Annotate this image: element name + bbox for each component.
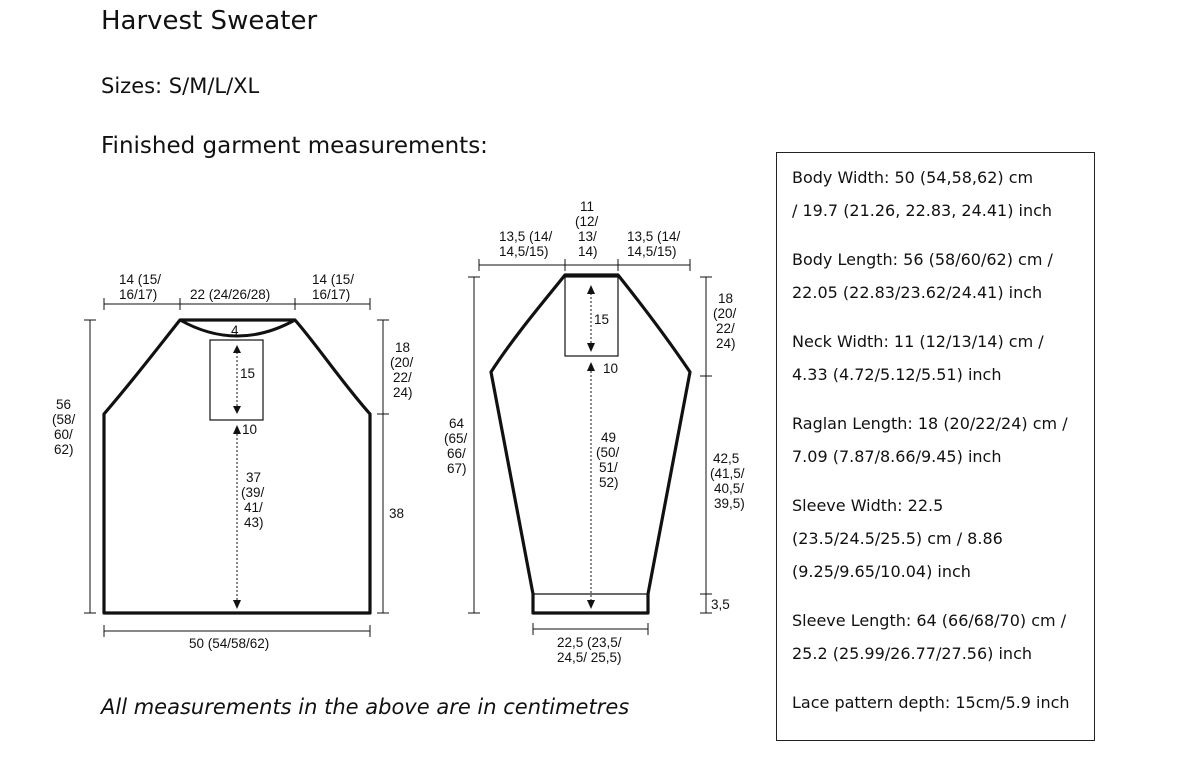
body-width-label: 50 (54/58/62) [189, 636, 269, 651]
measurement-line: Sleeve Width: 22.5 [792, 496, 944, 515]
sizes-text: Sizes: S/M/L/XL [101, 74, 260, 98]
body-top-dimension [103, 298, 371, 310]
units-note: All measurements in the above are in cen… [101, 695, 630, 719]
body-total-length-label: 56 (58/ 60/ 62) [52, 397, 79, 457]
sleeve-top-center-label: 11 (12/ 13/ 14) [575, 199, 602, 259]
sleeve-piece: 13,5 (14/14,5/15) 11 (12/ 13/ 14) 13,5 (… [444, 199, 748, 665]
body-width-line [103, 625, 371, 637]
body-neckline [179, 318, 296, 338]
body-center-arrows [233, 345, 241, 609]
sleeve-center-length-label: 49 (50/ 51/ 52) [596, 430, 623, 490]
body-piece: 14 (15/16/17) 22 (24/26/28) 14 (15/16/17… [52, 272, 417, 651]
measurement-line: 7.09 (7.87/8.66/9.45) inch [792, 447, 1002, 466]
body-neck-depth-label: 4 [231, 323, 239, 338]
measurement-body-width: Body Width: 50 (54,58,62) cm / 19.7 (21.… [792, 161, 1082, 227]
measurement-line: 25.2 (25.99/26.77/27.56) inch [792, 644, 1032, 663]
body-total-length-line [84, 319, 96, 614]
measurement-line: Body Length: 56 (58/60/62) cm / [792, 250, 1053, 269]
measurement-neck-width: Neck Width: 11 (12/13/14) cm / 4.33 (4.7… [792, 325, 1082, 391]
schematic-diagram: 14 (15/16/17) 22 (24/26/28) 14 (15/16/17… [52, 199, 748, 665]
sleeve-total-length-label: 64 (65/ 66/ 67) [444, 416, 471, 476]
measurement-line: Neck Width: 11 (12/13/14) cm / [792, 332, 1044, 351]
measurement-body-length: Body Length: 56 (58/60/62) cm / 22.05 (2… [792, 243, 1082, 309]
body-lace-gap-label: 10 [242, 422, 257, 437]
measurements-box: Body Width: 50 (54,58,62) cm / 19.7 (21.… [776, 152, 1095, 741]
measurement-line: (23.5/24.5/25.5) cm / 8.86 [792, 529, 1003, 548]
measurement-line: Sleeve Length: 64 (66/68/70) cm / [792, 611, 1067, 630]
sleeve-cuff-width-label: 22,5 (23,5/24,5/ 25,5) [557, 635, 622, 665]
sleeve-right-dimension [700, 276, 712, 614]
measurement-lace-depth: Lace pattern depth: 15cm/5.9 inch [792, 686, 1082, 719]
sleeve-top-dimension [478, 259, 691, 271]
measurements-heading: Finished garment measurements: [101, 133, 488, 159]
measurement-sleeve-length: Sleeve Length: 64 (66/68/70) cm / 25.2 (… [792, 604, 1082, 670]
sleeve-top-right-label: 13,5 (14/14,5/15) [627, 229, 681, 259]
body-side-length-label: 38 [389, 506, 404, 521]
measurement-line: Lace pattern depth: 15cm/5.9 inch [792, 693, 1070, 712]
body-neck-width-label: 22 (24/26/28) [190, 287, 270, 302]
sleeve-top-left-label: 13,5 (14/14,5/15) [499, 229, 553, 259]
body-center-length-label: 37 (39/ 41/ 43) [241, 470, 268, 530]
sleeve-cuff-label: 3,5 [711, 597, 730, 612]
sleeve-lace-panel [564, 276, 619, 357]
measurement-line: 4.33 (4.72/5.12/5.51) inch [792, 365, 1002, 384]
body-raglan-label: 18 (20/ 22/ 24) [390, 340, 417, 400]
body-lace-panel [209, 339, 264, 421]
body-lace-depth-label: 15 [240, 366, 255, 381]
measurement-line: (9.25/9.65/10.04) inch [792, 562, 971, 581]
sleeve-total-length-line [468, 276, 480, 614]
measurement-line: 22.05 (22.83/23.62/24.41) inch [792, 283, 1043, 302]
measurement-raglan-length: Raglan Length: 18 (20/22/24) cm / 7.09 (… [792, 407, 1082, 473]
body-shoulder-left-label: 14 (15/16/17) [119, 272, 161, 302]
sleeve-outline [489, 273, 692, 615]
sleeve-lace-depth-label: 15 [594, 312, 609, 327]
sleeve-lace-gap-label: 10 [603, 361, 618, 376]
sleeve-underarm-label: 42,5 (41,5/ 40,5/ 39,5) [710, 451, 748, 511]
measurement-line: / 19.7 (21.26, 22.83, 24.41) inch [792, 201, 1053, 220]
measurement-line: Raglan Length: 18 (20/22/24) cm / [792, 414, 1068, 433]
sleeve-cuff-width-line [532, 623, 649, 635]
sleeve-center-arrows [587, 285, 595, 609]
body-shoulder-right-label: 14 (15/16/17) [312, 272, 354, 302]
body-right-dimension [377, 319, 389, 614]
page-title: Harvest Sweater [101, 6, 318, 36]
measurement-line: Body Width: 50 (54,58,62) cm [792, 168, 1034, 187]
measurement-sleeve-width: Sleeve Width: 22.5 (23.5/24.5/25.5) cm /… [792, 489, 1082, 588]
sleeve-raglan-label: 18 (20/ 22/ 24) [713, 291, 740, 351]
